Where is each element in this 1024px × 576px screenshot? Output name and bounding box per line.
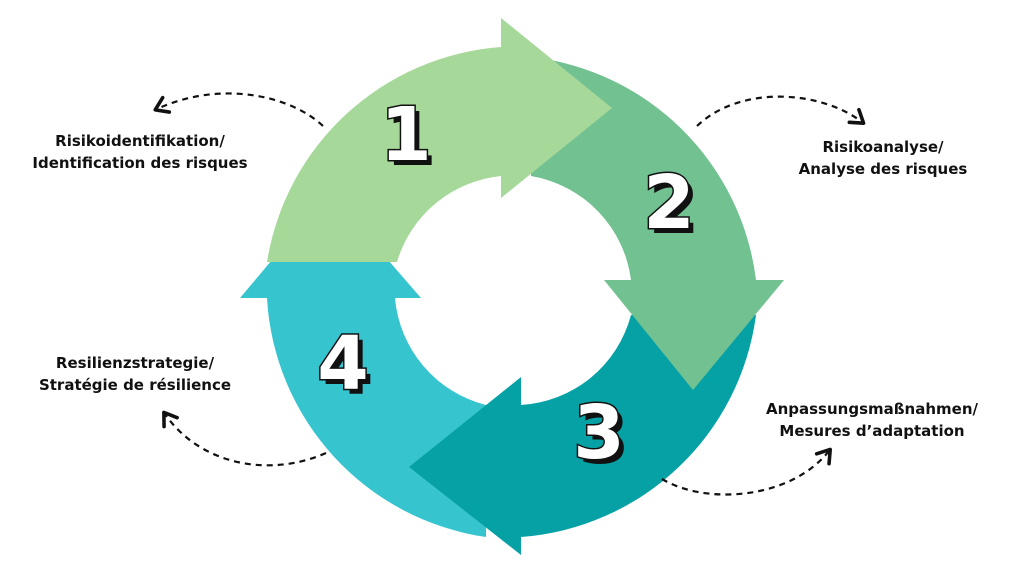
step-4-label-de: Resilienzstrategie/ — [55, 354, 215, 372]
step-2-number-group: 2 2 — [642, 159, 700, 252]
step-3-label: Anpassungsmaßnahmen/ Mesures d’adaptatio… — [752, 398, 992, 442]
step-3-label-de: Anpassungsmaßnahmen/ — [765, 400, 978, 418]
connector-2 — [696, 95, 866, 127]
step-4-label-fr: Stratégie de résilience — [38, 376, 232, 394]
step-2-number-shadow: 2 — [648, 165, 700, 251]
step-4-number: 4 — [317, 321, 369, 407]
step-3-number-shadow: 3 — [578, 395, 630, 481]
step-2-arrow — [531, 57, 784, 390]
step-2-label-fr: Analyse des risques — [798, 160, 968, 178]
step-1-number: 1 — [380, 92, 432, 178]
step-1-label-de: Risikoidentifikation/ — [55, 132, 225, 150]
step-1-arrow — [267, 18, 612, 262]
connector-4 — [162, 410, 327, 467]
step-3-number-group: 3 3 — [572, 389, 630, 482]
step-2-label-de: Risikoanalyse/ — [822, 138, 944, 156]
step-1-label-fr: Identification des risques — [32, 154, 248, 172]
step-3-label-fr: Mesures d’adaptation — [779, 422, 965, 440]
step-4-label: Resilienzstrategie/ Stratégie de résilie… — [25, 352, 245, 396]
step-3-number: 3 — [573, 390, 625, 476]
step-4-arrow — [240, 192, 486, 537]
step-1-number-shadow: 1 — [385, 97, 437, 183]
step-4-number-shadow: 4 — [322, 326, 374, 412]
step-1-number-group: 1 1 — [379, 91, 437, 184]
step-3-arrow — [409, 315, 756, 555]
step-1-label: Risikoidentifikation/ Identification des… — [20, 130, 260, 174]
step-4-number-group: 4 4 — [316, 320, 374, 413]
step-2-label: Risikoanalyse/ Analyse des risques — [778, 136, 988, 180]
connector-3 — [661, 447, 833, 496]
connector-1 — [153, 92, 324, 127]
step-2-number: 2 — [643, 160, 695, 246]
